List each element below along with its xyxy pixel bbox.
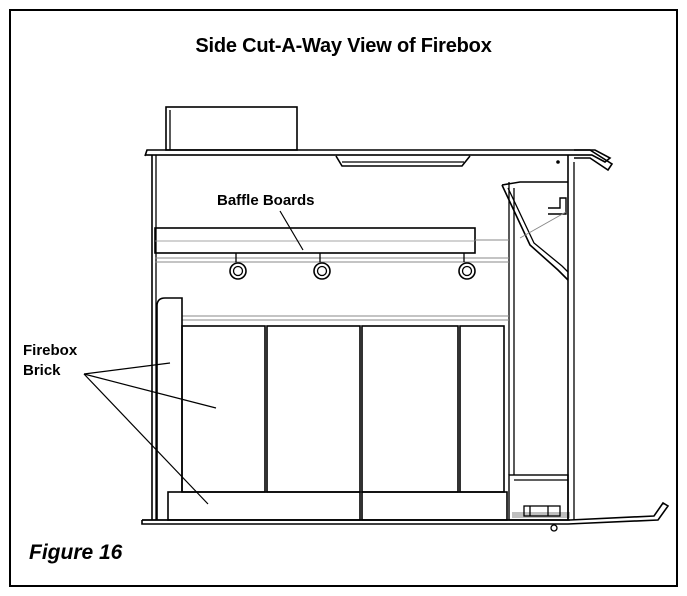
baffle-support-tube: [229, 253, 476, 280]
baffle-leader-line: [279, 210, 304, 251]
door-frame: [501, 181, 569, 281]
top-handle: [335, 155, 471, 167]
ash-lip: [508, 474, 570, 521]
figure-number-label: Figure 16: [29, 541, 123, 564]
air-channel: [182, 315, 509, 321]
bottom-plate: [141, 501, 670, 532]
front-rail: [556, 149, 614, 172]
diagram-title: Side Cut-A-Way View of Firebox: [195, 35, 492, 57]
baffle-board: [154, 227, 509, 263]
flue-collar: [165, 106, 298, 151]
figure-frame: [9, 9, 678, 587]
brick-leader-lines: [83, 362, 217, 505]
rear-brick: [156, 297, 183, 520]
left-wall: [151, 155, 157, 520]
right-wall: [508, 155, 575, 520]
floor-brick: [167, 491, 508, 521]
top-plate: [144, 149, 612, 163]
side-brick: [181, 325, 505, 493]
firebox-brick-label-line1: Firebox: [23, 342, 78, 359]
firebox-brick-label-line2: Brick: [23, 362, 61, 379]
baffle-boards-label: Baffle Boards: [217, 192, 315, 209]
